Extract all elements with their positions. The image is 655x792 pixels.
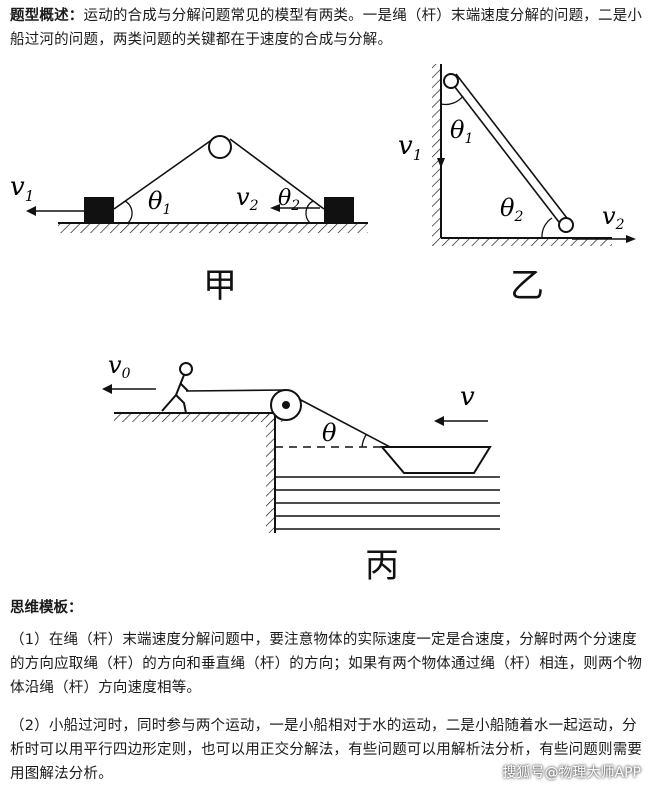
intro-paragraph: 题型概述：运动的合成与分解问题常见的模型有两类。一是绳（杆）末端速度分解的问题，… bbox=[10, 4, 650, 52]
theta2-sub: 2 bbox=[290, 198, 300, 214]
v1-label: v bbox=[10, 172, 25, 202]
rope-right bbox=[229, 138, 325, 210]
figure-jia: v1 θ1 v2 θ2 bbox=[10, 135, 368, 233]
v-label: v bbox=[460, 382, 475, 412]
figure-bing: v0 θ v bbox=[102, 351, 500, 533]
v0-sub: 0 bbox=[122, 366, 131, 382]
angle-arc bbox=[361, 434, 367, 448]
theta1-label: θ bbox=[148, 187, 163, 215]
pulley-axle bbox=[282, 401, 290, 409]
rod-edge-2 bbox=[455, 73, 571, 223]
v0-arrowhead bbox=[102, 384, 112, 394]
intro-heading: 题型概述： bbox=[10, 8, 84, 24]
wall-hatch bbox=[432, 64, 441, 238]
svg-text:v2: v2 bbox=[602, 202, 625, 233]
v1-label: v bbox=[398, 131, 413, 161]
svg-text:θ2: θ2 bbox=[500, 194, 523, 225]
theta2-label: θ bbox=[278, 186, 291, 211]
v0-label: v bbox=[108, 351, 122, 379]
figure-yi: v1 θ1 θ2 v2 bbox=[398, 64, 636, 246]
template-paragraph-1: （1）在绳（杆）末端速度分解问题中，要注意物体的实际速度一定是合速度，分解时两个… bbox=[10, 632, 643, 696]
svg-text:θ2: θ2 bbox=[278, 186, 300, 214]
theta1-sub: 1 bbox=[464, 131, 473, 147]
v1-sub: 1 bbox=[25, 187, 35, 205]
v1-sub: 1 bbox=[413, 146, 423, 164]
theta1-sub: 1 bbox=[162, 202, 171, 218]
rod-bottom-end bbox=[558, 217, 574, 233]
template-paragraph-2: （2）小船过河时，同时参与两个运动，一是小船相对于水的运动，二是小船随着水一起运… bbox=[10, 718, 643, 782]
left-block bbox=[84, 197, 114, 223]
section-title: 思维模板： bbox=[10, 600, 83, 616]
v2-label: v bbox=[236, 183, 250, 211]
bank-hatch bbox=[114, 414, 284, 422]
wall-hatch bbox=[266, 413, 275, 533]
svg-text:θ1: θ1 bbox=[148, 187, 171, 218]
intro-text: 运动的合成与分解问题常见的模型有两类。一是绳（杆）末端速度分解的问题，二是小船过… bbox=[10, 8, 643, 48]
theta1-label: θ bbox=[450, 116, 465, 144]
watermark: 搜狐号@物理大师APP bbox=[502, 765, 641, 781]
v-arrowhead bbox=[434, 416, 444, 426]
rod-edge-1 bbox=[447, 77, 563, 227]
right-block bbox=[324, 197, 354, 223]
theta2-sub: 2 bbox=[513, 209, 523, 225]
ground-hatch bbox=[58, 224, 368, 233]
angle-arc-1 bbox=[440, 95, 464, 106]
boat bbox=[379, 446, 492, 474]
angle-arc-2 bbox=[305, 200, 314, 224]
theta2-label: θ bbox=[500, 194, 515, 222]
rope-top bbox=[185, 389, 287, 392]
figure-label-jia: 甲 bbox=[203, 266, 237, 306]
person-icon bbox=[161, 362, 193, 414]
figure-label-bing: 丙 bbox=[365, 546, 399, 586]
v2-sub: 2 bbox=[615, 217, 625, 233]
v2-arrowhead bbox=[270, 204, 280, 212]
v2-label: v bbox=[602, 202, 616, 230]
svg-text:v0: v0 bbox=[108, 351, 131, 382]
svg-text:v1: v1 bbox=[10, 172, 34, 205]
v2-sub: 2 bbox=[249, 198, 259, 214]
angle-arc-1 bbox=[124, 200, 133, 224]
floor-hatch bbox=[432, 238, 612, 246]
angle-arc-2 bbox=[541, 217, 553, 239]
svg-text:θ1: θ1 bbox=[450, 116, 473, 147]
v1-arrowhead bbox=[437, 158, 445, 168]
svg-text:v1: v1 bbox=[398, 131, 422, 164]
rope-left bbox=[113, 138, 214, 210]
v1-arrowhead bbox=[26, 206, 36, 216]
svg-text:v2: v2 bbox=[236, 183, 259, 214]
rope-to-boat bbox=[298, 398, 391, 448]
figure-label-yi: 乙 bbox=[510, 266, 544, 306]
v2-arrowhead bbox=[626, 235, 636, 243]
theta-label: θ bbox=[322, 419, 337, 447]
rod-top-end bbox=[443, 73, 459, 89]
pulley bbox=[208, 135, 232, 159]
